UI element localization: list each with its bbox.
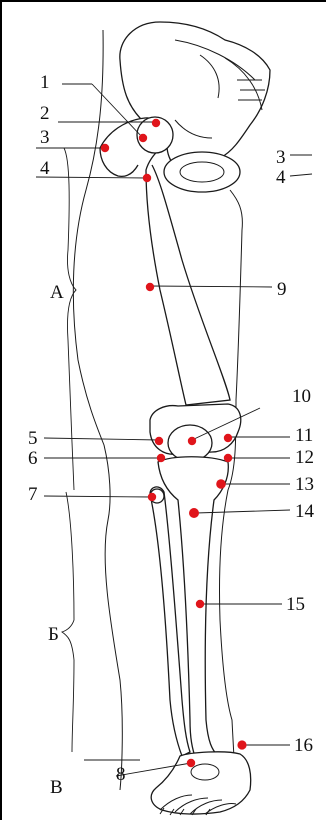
label-13: 13 — [295, 474, 314, 495]
label-11: 11 — [295, 425, 313, 446]
body-contour-right — [219, 190, 242, 800]
label-2: 2 — [40, 103, 50, 124]
label-10: 10 — [292, 386, 311, 407]
label-4-right: 4 — [276, 167, 286, 188]
label-12: 12 — [295, 447, 314, 468]
point-10 — [188, 437, 196, 445]
label-9: 9 — [277, 279, 287, 300]
point-16 — [237, 740, 246, 749]
region-a-label: А — [50, 282, 64, 303]
point-8 — [187, 759, 195, 767]
point-9 — [146, 283, 154, 291]
label-8: 8 — [116, 764, 126, 785]
label-3-right: 3 — [276, 147, 286, 168]
point-3 — [101, 144, 109, 152]
pelvis — [120, 22, 270, 192]
label-5: 5 — [28, 428, 38, 449]
point-1 — [139, 134, 147, 142]
bracket-b — [62, 492, 74, 752]
point-4 — [143, 174, 151, 182]
point-7 — [148, 493, 156, 501]
point-12 — [224, 454, 232, 462]
label-15: 15 — [286, 594, 305, 615]
region-b-label: Б — [48, 624, 59, 645]
label-7: 7 — [28, 484, 38, 505]
label-1: 1 — [40, 72, 50, 93]
label-3-left: 3 — [40, 127, 50, 148]
point-14 — [189, 508, 199, 518]
region-v-label: В — [50, 777, 63, 798]
point-5 — [155, 437, 163, 445]
label-4-left: 4 — [40, 158, 50, 179]
point-6 — [157, 454, 165, 462]
point-13 — [216, 479, 226, 489]
point-2 — [152, 119, 160, 127]
label-14: 14 — [295, 501, 315, 522]
label-6: 6 — [28, 448, 38, 469]
lower-leg-bones — [150, 457, 228, 760]
label-16: 16 — [294, 735, 313, 756]
foot — [151, 752, 250, 815]
knee — [150, 404, 241, 461]
point-11 — [224, 434, 232, 442]
point-15 — [196, 600, 204, 608]
region-labels: А Б В — [48, 282, 64, 798]
